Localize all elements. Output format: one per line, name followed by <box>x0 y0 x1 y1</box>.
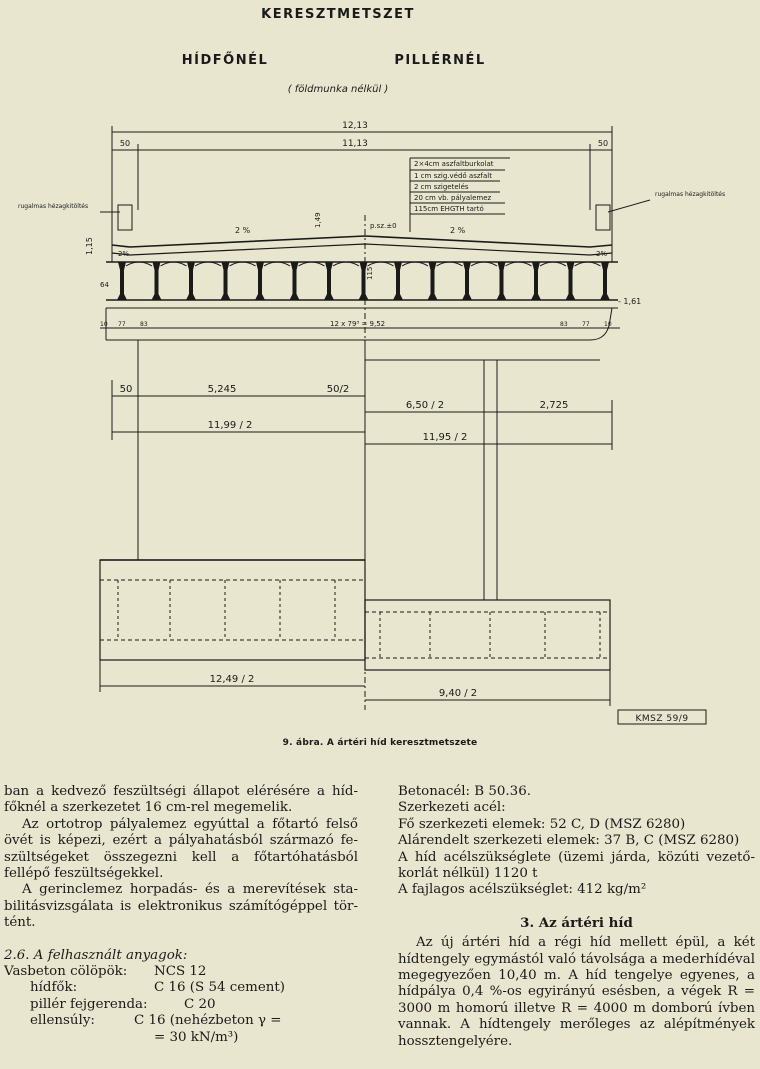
girder-arch <box>194 261 222 267</box>
slope-right: 2 % <box>450 226 466 235</box>
dim-115-mid: 115 <box>366 267 374 280</box>
right-heading: PILLÉRNÉL <box>394 52 485 68</box>
section-3-heading: 3. Az ártéri híd <box>520 914 633 931</box>
material-row: hídfők:C 16 (S 54 cement) <box>30 980 286 996</box>
dim-115-side: 1,15 <box>85 237 94 255</box>
girder-rib <box>565 262 576 300</box>
girder-arch <box>505 261 532 267</box>
dim-50-left: 50 <box>120 384 133 395</box>
girder-arch <box>470 261 498 267</box>
girder-arch <box>229 261 256 267</box>
dim-64: 64 <box>100 281 109 289</box>
girder-arch <box>332 261 360 267</box>
material-row: pillér fejgerenda:C 20 <box>30 996 216 1012</box>
girder-rib <box>255 262 265 300</box>
dim-2725: 2,725 <box>540 400 569 411</box>
girder-rib <box>220 262 231 300</box>
psz-label: p.sz.±0 <box>370 222 397 230</box>
dim-11992: 11,99 / 2 <box>208 420 253 431</box>
girder-arch <box>401 261 429 267</box>
paragraph-1: ban a kedvező feszültségi állapot elérés… <box>4 784 358 816</box>
dim-10: 10 <box>100 321 108 328</box>
dim-right-50: 50 <box>598 139 608 148</box>
layer-5: 115cm EHGTH tartó <box>414 205 484 213</box>
layer-2: 1 cm szig.védő aszfalt <box>414 171 492 180</box>
pct-left: 2% <box>118 250 129 258</box>
slope-left: 2 % <box>235 226 251 235</box>
girder-rib <box>117 262 127 300</box>
joint-left: rugalmas hézagkitöltés <box>18 203 88 210</box>
girder-arch <box>125 261 153 267</box>
dim-6502: 6,50 / 2 <box>406 400 444 411</box>
girder-rib <box>186 262 196 300</box>
left-heading: HÍDFŐNÉL <box>182 52 268 68</box>
dim-502: 50/2 <box>327 384 349 395</box>
figure-title: KERESZTMETSZET <box>261 7 415 22</box>
dim-83: 83 <box>140 321 148 328</box>
right-column: Betonacél: B 50.36. Szerkezeti acél: Fő … <box>398 784 755 1050</box>
dim-5245: 5,245 <box>208 384 237 395</box>
line-4: Alárendelt szerkezeti elemek: 37 B, C (M… <box>398 833 740 849</box>
dim-12492: 12,49 / 2 <box>210 674 255 685</box>
figure-caption: 9. ábra. A ártéri híd keresztmetszete <box>282 738 478 748</box>
girder-rib <box>427 262 438 300</box>
line-6: A fajlagos acélszükséglet: 412 kg/m² <box>398 882 647 898</box>
layer-4: 20 cm vb. pályalemez <box>414 194 492 202</box>
layer-1: 2×4cm aszfaltburkolat <box>414 160 494 168</box>
girder-rib <box>358 262 369 300</box>
dim-fsz: 12 x 79³ = 9,52 <box>330 320 385 328</box>
girder-arch <box>574 261 601 267</box>
subheading: ( földmunka nélkül ) <box>288 83 389 95</box>
girder-arch <box>539 261 567 267</box>
dim-83r: 83 <box>560 321 568 328</box>
joint-right: rugalmas hézagkitöltés <box>655 191 725 198</box>
girder-arch <box>263 261 291 267</box>
left-column: ban a kedvező feszültségi állapot elérés… <box>4 784 358 1046</box>
section-2-6: 2.6. A felhasznált anyagok: <box>4 947 188 963</box>
dim-149: 1,49 <box>314 212 322 228</box>
girder-rib <box>462 262 472 300</box>
girder-rib <box>151 262 162 300</box>
girder-arch <box>436 261 463 267</box>
dim-total: 12,13 <box>342 121 368 131</box>
pct-right: 2% <box>596 250 607 258</box>
line-1: Betonacél: B 50.36. <box>398 784 531 799</box>
girder-arch <box>298 261 325 267</box>
section-3-paragraph: Az új ártéri híd a régi híd mellett épül… <box>398 935 755 1049</box>
dim-10r: 10 <box>604 321 612 328</box>
line-2: Szerkezeti acél: <box>398 800 506 816</box>
line-5: A híd acélszükséglete (üzemi járda, közú… <box>398 849 755 882</box>
dim-11952: 11,95 / 2 <box>423 432 468 443</box>
dim-77r: 77 <box>582 321 590 328</box>
dim-77: 77 <box>118 321 126 328</box>
material-row: ellensúly:C 16 (nehézbeton γ = <box>30 1013 282 1029</box>
girder-rib <box>531 262 541 300</box>
girder-rib <box>289 262 300 300</box>
stamp: KMSZ 59/9 <box>635 714 688 724</box>
material-row: = 30 kN/m³) <box>154 1029 239 1045</box>
girder-rib <box>496 262 507 300</box>
girder-rib <box>324 262 334 300</box>
dim-9402: 9,40 / 2 <box>439 688 477 699</box>
paragraph-3: A gerinclemez horpadás- és a merevítések… <box>4 882 358 931</box>
girder-arch <box>160 261 187 267</box>
girder-arch <box>367 261 394 267</box>
cross-section-drawing: KERESZTMETSZET HÍDFŐNÉL PILLÉRNÉL ( föld… <box>18 7 725 725</box>
layer-3: 2 cm szigetelés <box>414 183 469 191</box>
paragraph-2: Az ortotrop pályalemez egyúttal a főtart… <box>4 816 358 882</box>
dim-left-50: 50 <box>120 139 130 148</box>
material-row: Vasbeton cölöpök:NCS 12 <box>4 964 207 980</box>
line-3: Fő szerkezeti elemek: 52 C, D (MSZ 6280) <box>398 816 686 832</box>
girder-rib <box>393 262 403 300</box>
dim-161: - 1,61 <box>618 297 641 306</box>
girder-rib <box>600 262 610 300</box>
dim-inner: 11,13 <box>342 139 368 149</box>
